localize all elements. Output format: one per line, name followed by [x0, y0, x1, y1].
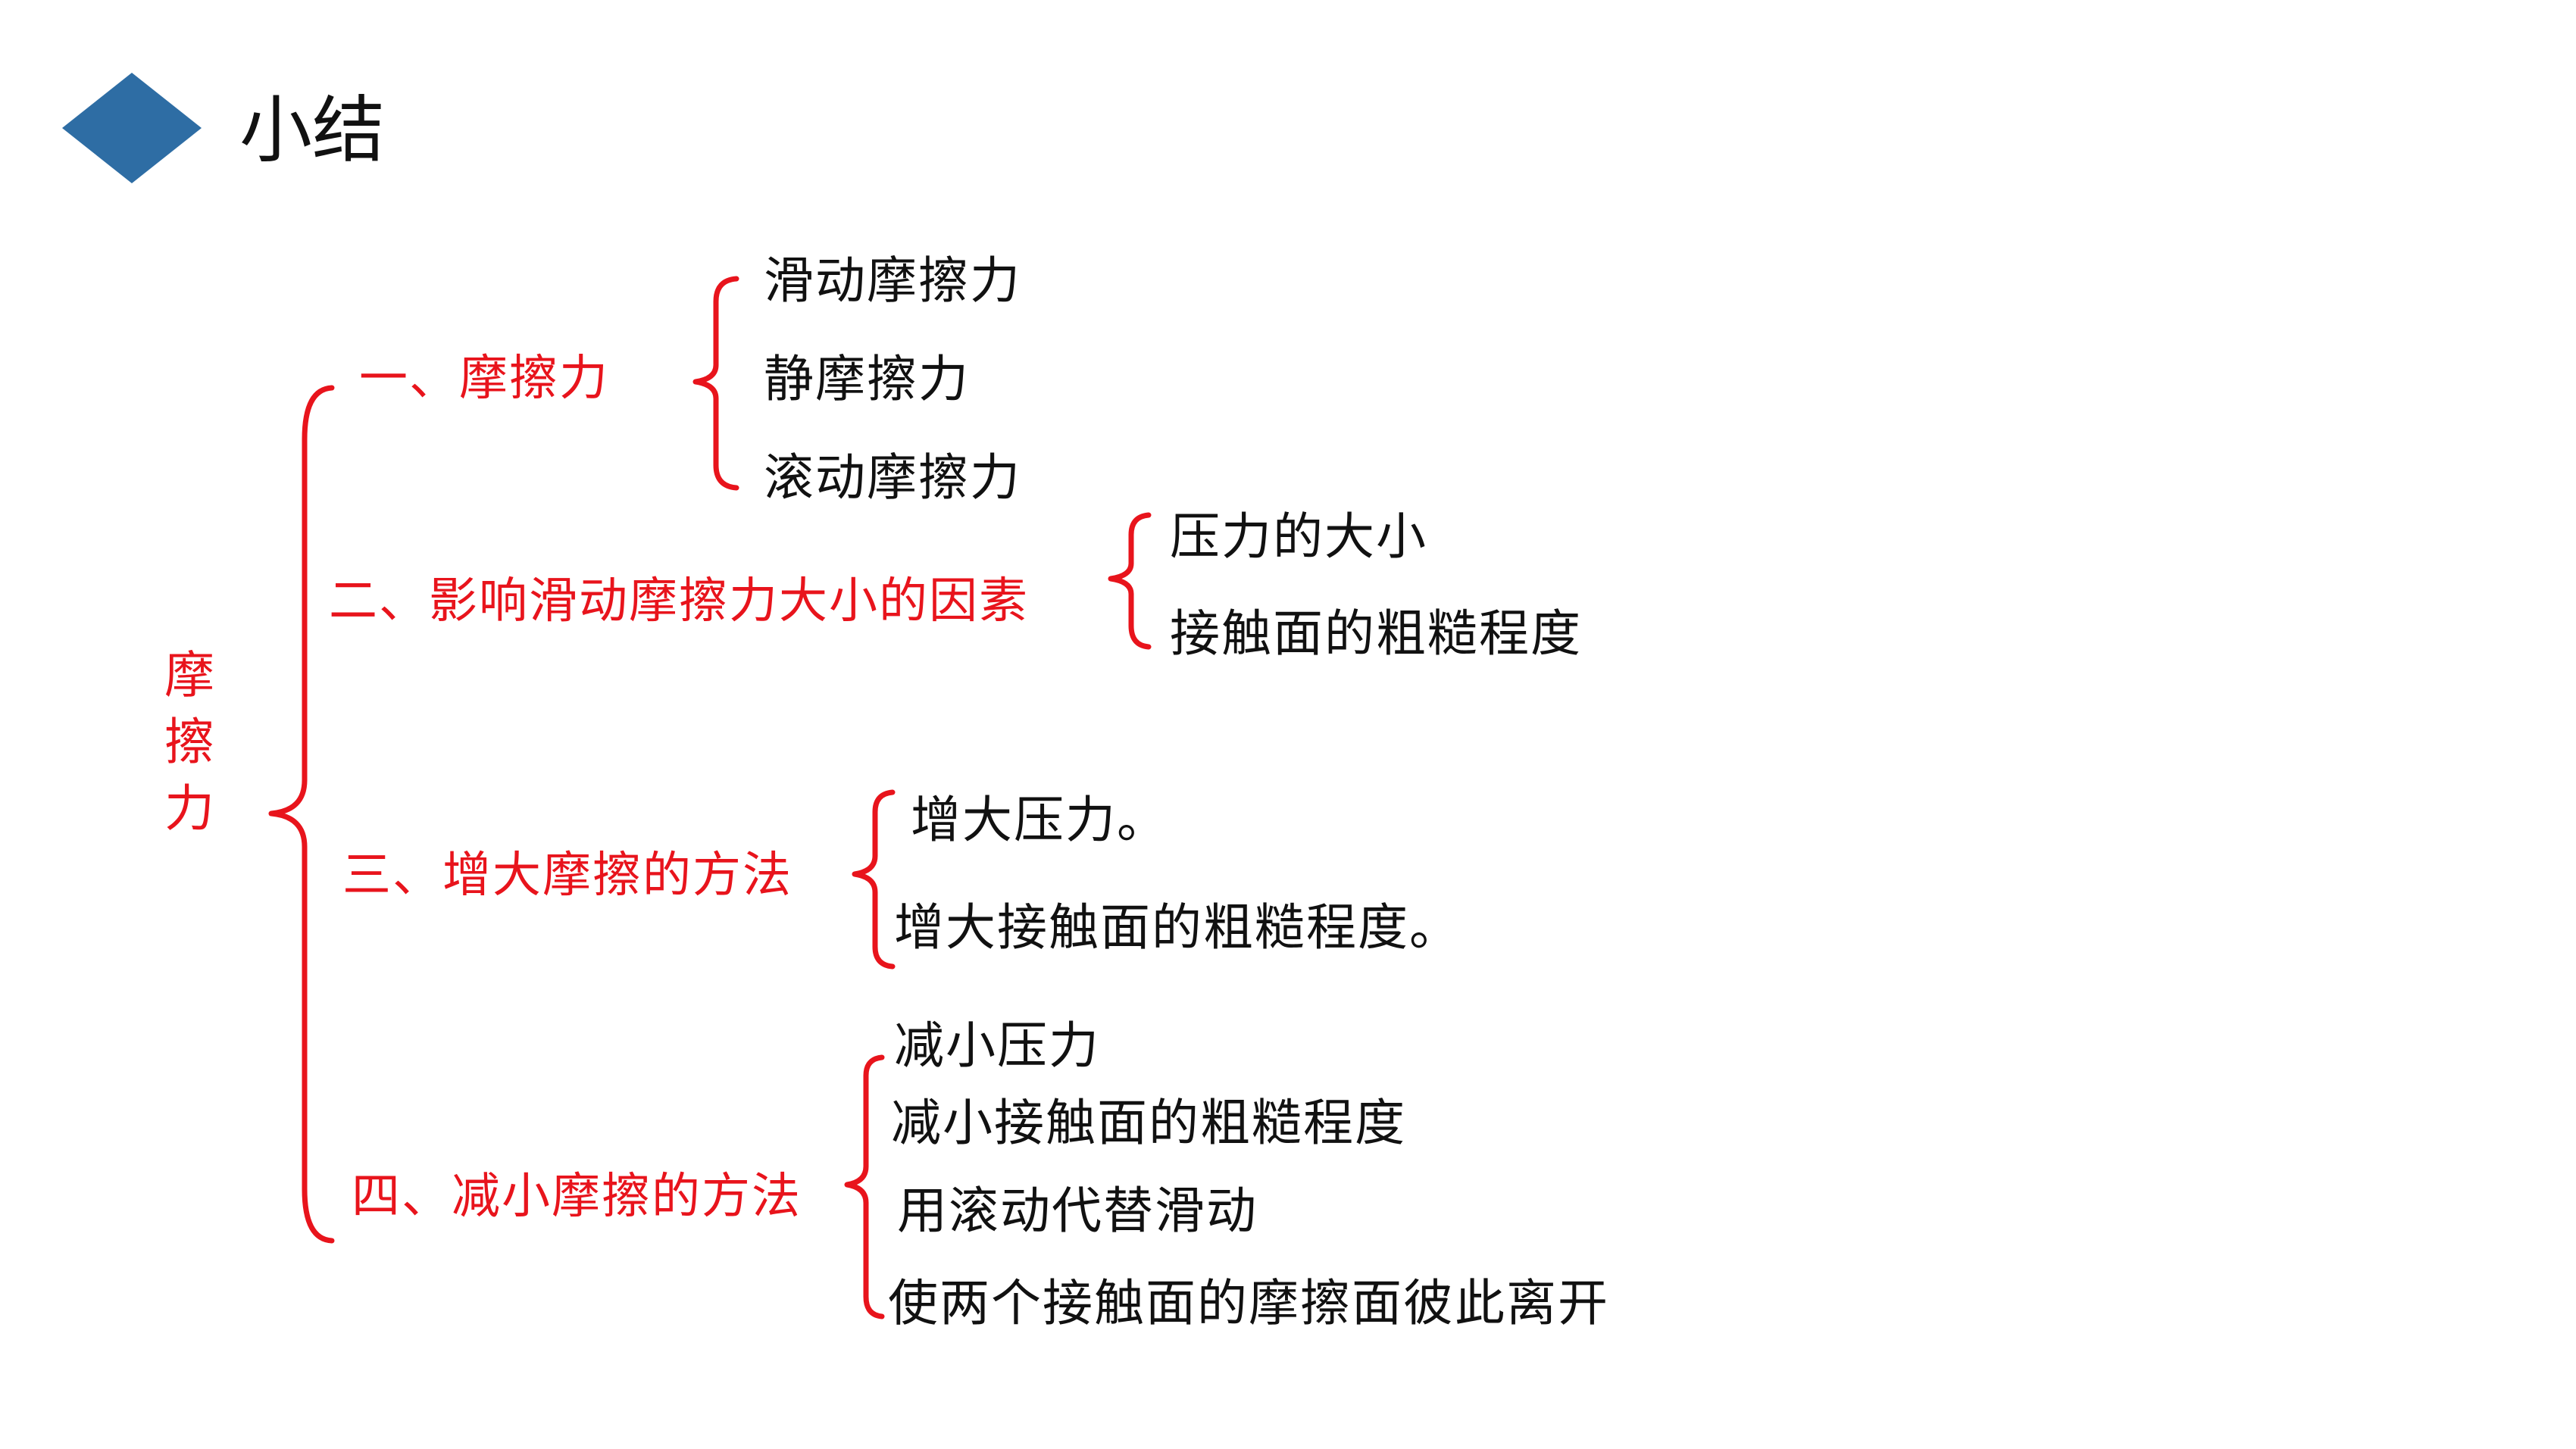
section-4-item: 用滚动代替滑动 [897, 1182, 1258, 1240]
diamond-icon [62, 73, 202, 183]
section-2-item: 接触面的粗糙程度 [1170, 604, 1582, 663]
section-2-item: 压力的大小 [1170, 507, 1427, 566]
root-brace [268, 385, 335, 1244]
section-3-item: 增大接触面的粗糙程度。 [894, 898, 1461, 957]
section-1-item: 滑动摩擦力 [764, 251, 1021, 310]
slide-title: 小结 [239, 88, 385, 173]
section-4-item: 使两个接触面的摩擦面彼此离开 [888, 1274, 1609, 1332]
section-1-item: 静摩擦力 [764, 350, 970, 408]
section-1-item: 滚动摩擦力 [764, 448, 1021, 507]
root-label-char: 力 [164, 779, 214, 838]
section-4-label: 四、减小摩擦的方法 [352, 1169, 802, 1225]
root-label: 摩 擦 力 [159, 642, 220, 842]
section-2-brace [1108, 512, 1152, 650]
section-2-label: 二、影响滑动摩擦力大小的因素 [329, 573, 1029, 629]
root-label-char: 擦 [164, 713, 214, 771]
section-3-item: 增大压力。 [911, 791, 1168, 849]
section-3-label: 三、增大摩擦的方法 [342, 848, 792, 904]
section-4-item: 减小接触面的粗糙程度 [891, 1094, 1406, 1152]
section-1-brace [692, 276, 739, 491]
section-1-label: 一、摩擦力 [359, 351, 609, 407]
section-4-item: 减小压力 [894, 1016, 1100, 1075]
root-label-char: 摩 [164, 646, 214, 704]
section-4-brace [844, 1054, 885, 1319]
section-3-brace [852, 789, 896, 970]
